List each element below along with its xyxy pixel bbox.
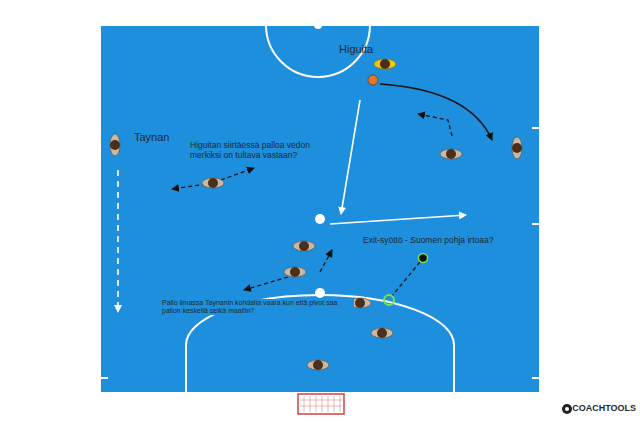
tactic-note: Pallo ilmassa Taynanin kohdalla vaara ku… — [160, 299, 354, 315]
players — [110, 59, 522, 370]
watermark: COACHTOOLS — [572, 403, 636, 413]
tactic-note: Higuitan siirtäessä palloa vedon merkiks… — [190, 141, 340, 161]
goal — [298, 394, 344, 414]
player-name: Higuita — [339, 43, 373, 56]
player-name: Taynan — [134, 131, 169, 144]
tactic-note: Exit-syöttö - Suomen pohja irtoaa? — [363, 236, 493, 246]
